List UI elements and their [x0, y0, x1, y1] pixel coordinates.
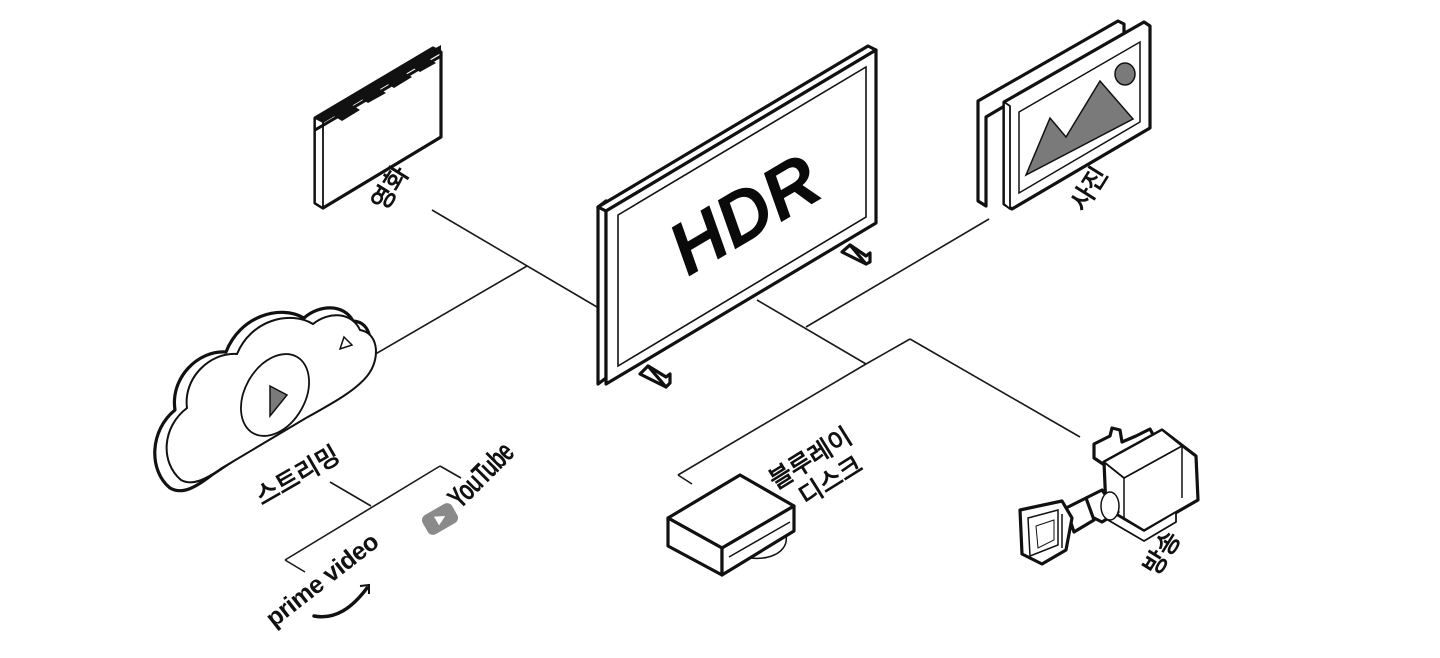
mountain-shape: [1024, 79, 1135, 177]
connector-services-trunk: [284, 465, 441, 561]
tv-stand-right: [840, 243, 872, 266]
connector-streaming: [371, 265, 528, 357]
connector-lines: [284, 209, 1081, 573]
connector-broadcast: [909, 338, 1081, 438]
play-triangle: [269, 384, 289, 419]
connector-prime-tick: [284, 559, 306, 573]
clapperboard-icon: [313, 45, 443, 210]
clapper-stripes: [314, 45, 442, 132]
connector-photo: [805, 218, 990, 328]
sun-shape: [1114, 62, 1136, 86]
prime-video-logo: prime video: [260, 528, 384, 633]
tv-screen: [617, 65, 867, 368]
connector-bluray: [677, 363, 867, 476]
hdr-tv: HDR: [596, 44, 878, 389]
connector-bluray-tick: [677, 474, 693, 485]
streaming-label: 스트리밍: [251, 440, 345, 511]
photo-frame-icon: [976, 19, 1152, 211]
youtube-label: YouTube: [442, 436, 521, 515]
connector-tv-bottom: [756, 299, 867, 365]
broadcast-camera-icon: [1018, 426, 1200, 566]
connector-movie: [431, 209, 598, 308]
bluray-player-icon: [666, 473, 796, 577]
amazon-smile-arrow-icon: [312, 586, 369, 619]
cloud-play-icon: [153, 306, 377, 493]
connector-youtube-tick: [439, 465, 462, 479]
connector-broadcast-up: [865, 338, 911, 365]
tv-stand-left: [638, 364, 672, 389]
connector-streaming-services: [329, 481, 372, 507]
youtube-logo: YouTube: [421, 436, 521, 535]
